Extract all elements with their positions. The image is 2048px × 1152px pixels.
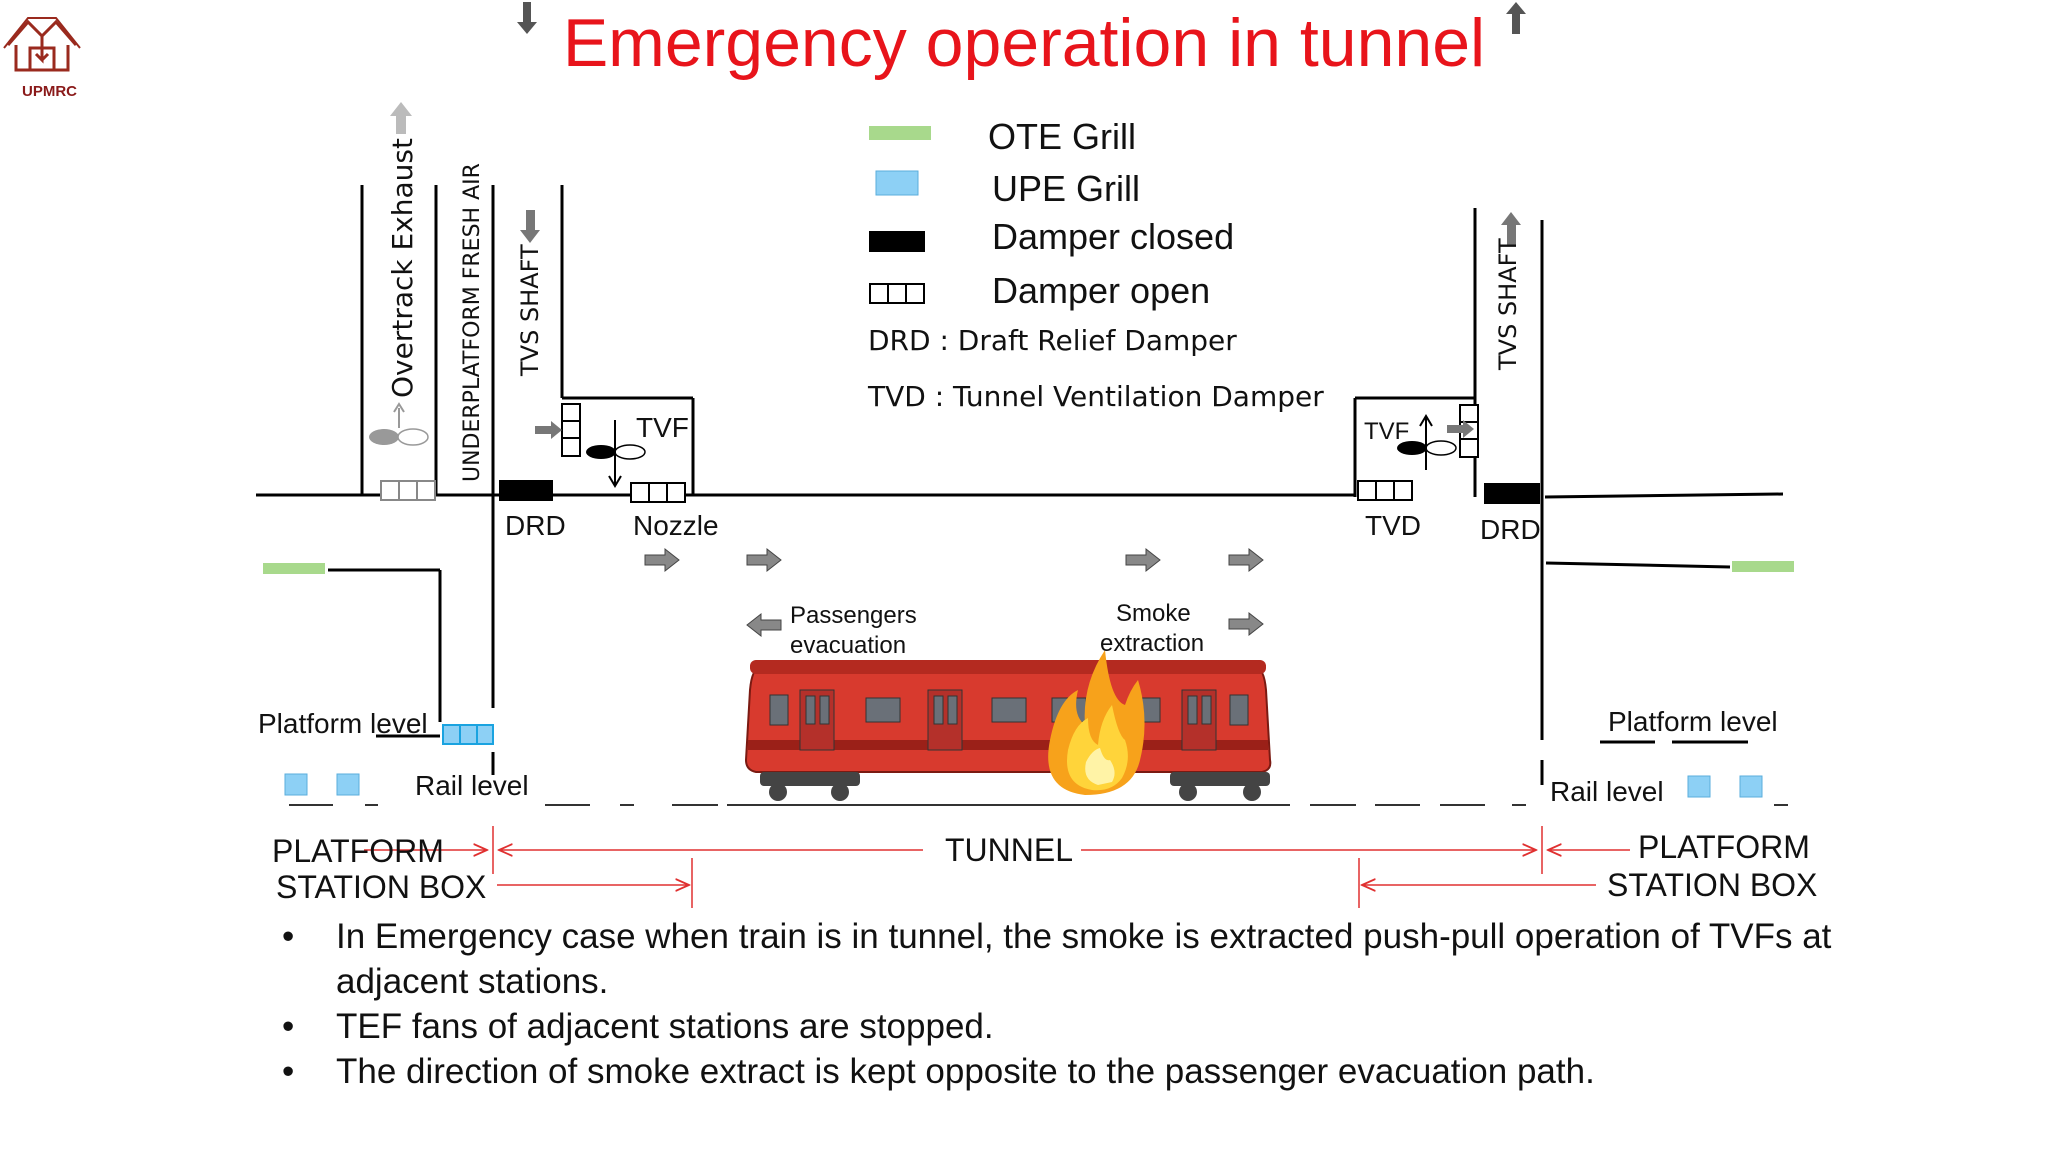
ote-damper-open — [380, 480, 436, 501]
bullet-item: In Emergency case when train is in tunne… — [270, 914, 1870, 1004]
exhaust-up-arrow-icon — [390, 102, 412, 134]
tvf-right-side-arrow-icon — [1447, 420, 1474, 438]
dimension-lines — [364, 826, 1630, 908]
ote-grill-left — [263, 563, 325, 574]
tvf-right-fan-icon — [1397, 414, 1457, 470]
tvf-left-label: TVF — [636, 412, 689, 443]
logo-text: UPMRC — [22, 83, 77, 100]
tvf-right-label: TVF — [1364, 418, 1410, 445]
airflow-arrows — [644, 547, 1264, 638]
legend-upe-grill-label: UPE Grill — [992, 168, 1141, 209]
evacuation-left-arrow-icon — [746, 612, 782, 638]
platform-level-left-label: Platform level — [258, 708, 428, 739]
bullet-item: TEF fans of adjacent stations are stoppe… — [270, 1004, 1870, 1049]
tvf-left-side-arrow-icon — [535, 421, 562, 439]
overtrack-exhaust-fan-icon — [369, 402, 429, 446]
nozzle-label: Nozzle — [633, 510, 719, 541]
underplatform-damper-open — [442, 724, 494, 745]
legend-tvd-definition: TVD : Tunnel Ventilation Damper — [868, 380, 1324, 413]
tvs-left-down-arrow-icon — [520, 210, 540, 243]
platform-station-box-right-line2: STATION BOX — [1607, 867, 1818, 903]
legend-damper-open-label: Damper open — [992, 270, 1211, 311]
tvf-left-fan-icon — [586, 420, 646, 488]
train-icon — [744, 660, 1272, 801]
legend-upe-grill-icon — [875, 170, 919, 196]
airflow-right-arrow-icon — [644, 547, 680, 573]
drd-right-damper-closed — [1484, 483, 1540, 504]
tunnel-structure — [256, 185, 1784, 785]
page-title: Emergency operation in tunnel — [562, 5, 1486, 81]
platform-station-box-left-line2: STATION BOX — [276, 869, 487, 905]
fire-icon — [1048, 650, 1145, 795]
nozzle-damper-open — [630, 482, 686, 503]
upe-grill-right — [1687, 775, 1763, 798]
tvs-shaft-left-label: TVS SHAFT — [516, 244, 544, 376]
tvs-right-up-arrow-icon — [1501, 212, 1521, 245]
platform-station-box-left-line1: PLATFORM — [272, 833, 444, 869]
drd-left-damper-closed — [499, 480, 553, 501]
legend-damper-open-icon — [869, 283, 925, 304]
legend-damper-closed-icon — [869, 231, 925, 252]
legend-ote-grill-icon — [869, 126, 931, 140]
bullet-list: In Emergency case when train is in tunne… — [270, 914, 1870, 1094]
ote-grill-right — [1732, 561, 1794, 572]
airflow-right-arrow-icon — [1125, 547, 1161, 573]
smoke-extraction-label-2: extraction — [1100, 630, 1205, 657]
legend-damper-closed-label: Damper closed — [992, 216, 1235, 257]
rail-level-right-label: Rail level — [1550, 776, 1664, 807]
tvd-damper-open — [1357, 480, 1413, 501]
rail-level-left-label: Rail level — [415, 770, 529, 801]
drd-left-label: DRD — [505, 510, 566, 541]
tvs-shaft-right-label: TVS SHAFT — [1494, 238, 1522, 370]
upe-grill-left — [284, 773, 360, 796]
drd-right-label: DRD — [1480, 514, 1541, 545]
bullet-item: The direction of smoke extract is kept o… — [270, 1049, 1870, 1094]
underplatform-fresh-air-label: UNDERPLATFORM FRESH AIR — [460, 163, 485, 482]
tvd-label: TVD — [1365, 510, 1421, 541]
passengers-evacuation-label-1: Passengers — [790, 602, 917, 629]
tunnel-label: TUNNEL — [945, 832, 1074, 868]
platform-level-right-label: Platform level — [1608, 706, 1778, 737]
smoke-extraction-arrow-icon — [1228, 611, 1264, 637]
overtrack-exhaust-label: Overtrack Exhaust — [386, 138, 419, 398]
title-up-arrow-icon — [1506, 2, 1526, 34]
legend-ote-grill-label: OTE Grill — [988, 116, 1136, 157]
passengers-evacuation-label-2: evacuation — [790, 632, 907, 659]
smoke-extraction-label-1: Smoke — [1116, 600, 1191, 627]
airflow-right-arrow-icon — [746, 547, 782, 573]
upmrc-logo-icon — [3, 17, 81, 72]
legend-drd-definition: DRD : Draft Relief Damper — [868, 324, 1237, 357]
platform-station-box-right-line1: PLATFORM — [1638, 829, 1810, 865]
title-down-arrow-icon — [517, 2, 537, 34]
tvs-left-damper-open — [561, 403, 581, 457]
airflow-right-arrow-icon — [1228, 547, 1264, 573]
